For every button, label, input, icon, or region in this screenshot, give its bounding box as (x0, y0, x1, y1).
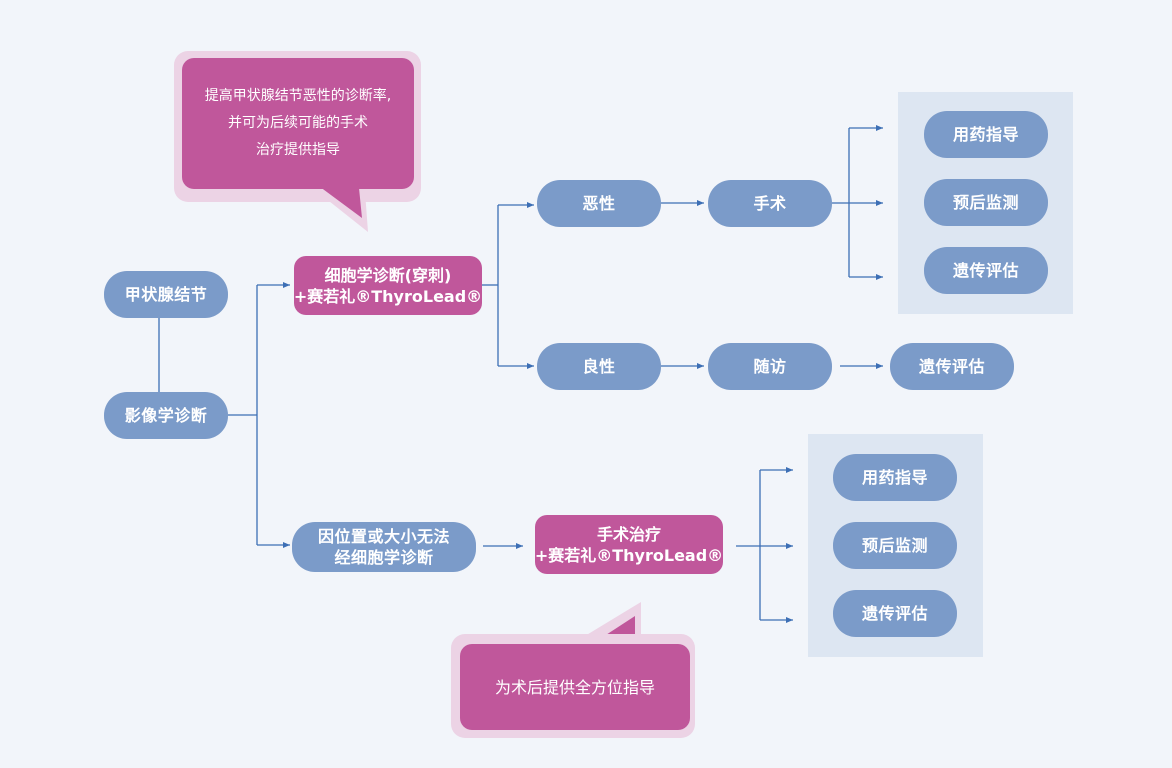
followup-node: 随访 (708, 343, 832, 390)
benign-node: 良性 (537, 343, 661, 390)
malignant-outcome-prognosis: 预后监测 (924, 179, 1048, 226)
surgical-outcome-genetic: 遗传评估 (833, 590, 957, 637)
malignant-outcome-genetic: 遗传评估 (924, 247, 1048, 294)
malignant-node: 恶性 (537, 180, 661, 227)
cytology-line1: 细胞学诊断(穿刺) (324, 265, 452, 285)
imaging-diagnosis-node: 影像学诊断 (104, 392, 228, 439)
undiagnosable-line1: 因位置或大小无法 (317, 527, 450, 546)
callout-bottom: 为术后提供全方位指导 (460, 644, 690, 730)
cytology-line2: +赛若礼®ThyroLead® (293, 286, 483, 306)
surgical-treatment-line2: +赛若礼®ThyroLead® (534, 545, 724, 565)
surgical-outcome-medication: 用药指导 (833, 454, 957, 501)
callout-top-line1: 提高甲状腺结节恶性的诊断率, (204, 88, 392, 104)
callout-top: 提高甲状腺结节恶性的诊断率, 并可为后续可能的手术 治疗提供指导 (182, 58, 414, 189)
callout-top-line3: 治疗提供指导 (256, 142, 340, 158)
undiagnosable-line2: 经细胞学诊断 (334, 548, 434, 567)
followup-genetic-node: 遗传评估 (890, 343, 1014, 390)
surgical-outcome-prognosis: 预后监测 (833, 522, 957, 569)
surgery-node: 手术 (708, 180, 832, 227)
undiagnosable-node: 因位置或大小无法 经细胞学诊断 (292, 522, 476, 572)
cytology-diagnosis-node: 细胞学诊断(穿刺) +赛若礼®ThyroLead® (294, 256, 482, 315)
callout-top-line2: 并可为后续可能的手术 (228, 115, 368, 131)
surgical-treatment-line1: 手术治疗 (596, 524, 661, 544)
malignant-outcome-medication: 用药指导 (924, 111, 1048, 158)
thyroid-nodule-node: 甲状腺结节 (104, 271, 228, 318)
surgical-treatment-node: 手术治疗 +赛若礼®ThyroLead® (535, 515, 723, 574)
